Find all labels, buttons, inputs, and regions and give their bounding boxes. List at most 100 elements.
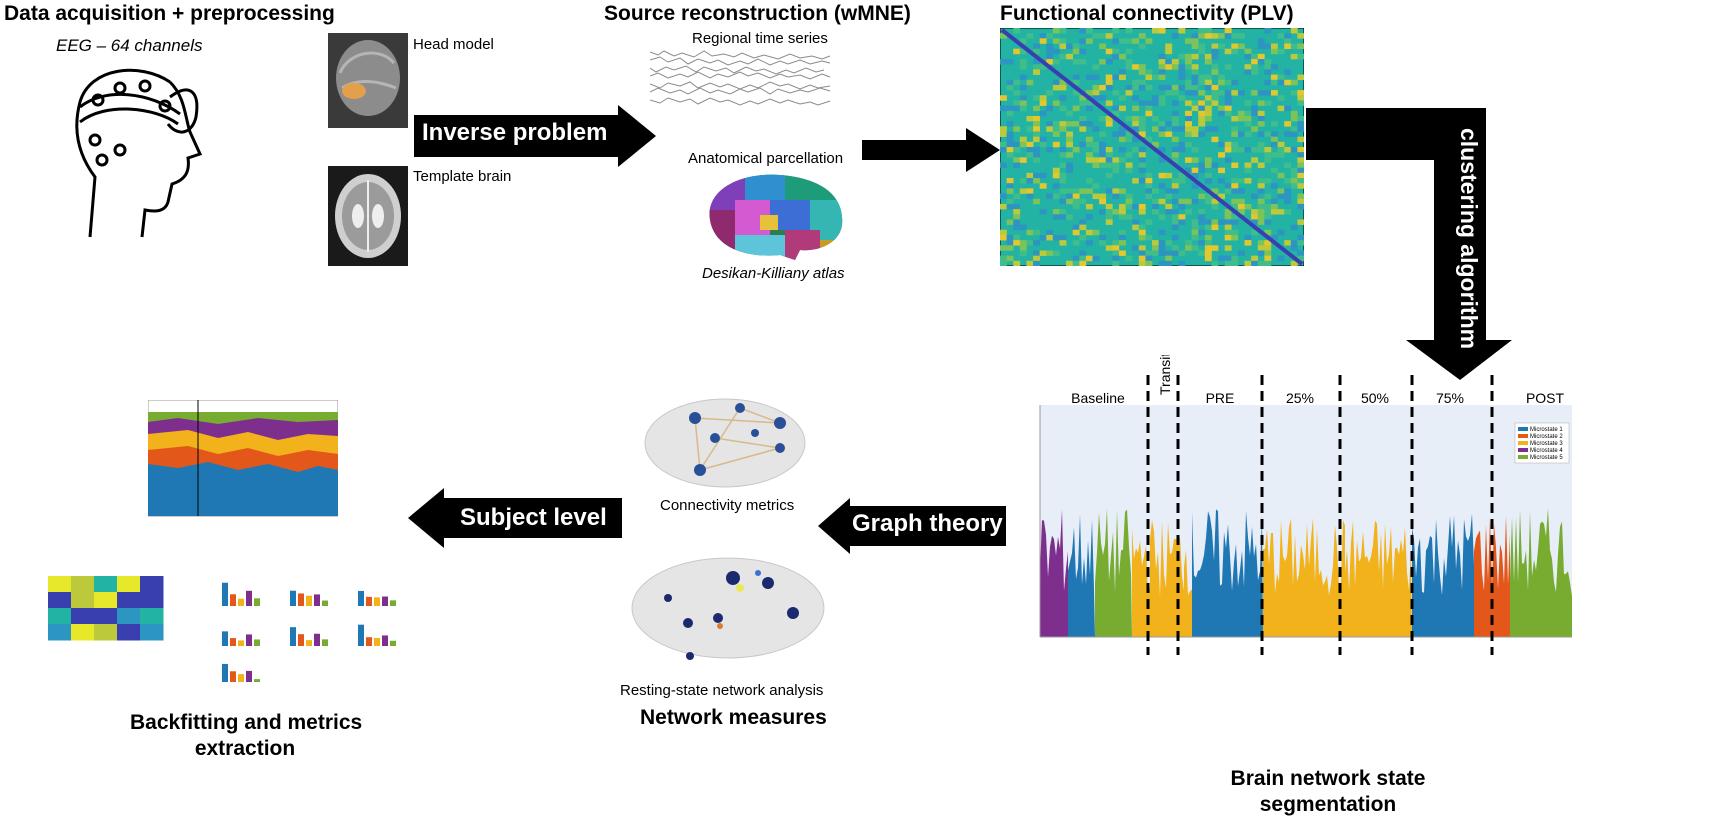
plv-cell	[1085, 255, 1093, 262]
plv-cell	[1211, 260, 1219, 266]
plv-cell	[1204, 59, 1212, 65]
plv-cell	[1211, 224, 1219, 231]
plv-cell	[1251, 53, 1259, 60]
plv-cell	[1270, 152, 1278, 158]
plv-cell	[1039, 100, 1047, 106]
plv-cell	[1039, 250, 1047, 256]
plv-cell	[1099, 234, 1107, 241]
plv-cell	[1178, 95, 1186, 101]
plv-cell	[1118, 126, 1126, 132]
plv-cell	[1026, 33, 1034, 39]
segmentation-title-line2: segmentation	[1259, 793, 1397, 816]
graph-theory-arrow	[818, 498, 1006, 554]
plv-cell	[1231, 234, 1239, 241]
plv-cell	[1204, 157, 1212, 163]
plv-cell	[1171, 219, 1179, 225]
plv-cell	[1092, 141, 1100, 148]
plv-cell	[1264, 157, 1272, 163]
plv-cell	[1019, 157, 1027, 163]
plv-cell	[1251, 255, 1259, 262]
inverse-problem-arrow	[414, 105, 656, 167]
plv-cell	[1191, 74, 1199, 81]
plv-cell	[1105, 121, 1113, 127]
plv-cell	[1138, 234, 1146, 241]
plv-cell	[1046, 234, 1054, 241]
plv-cell	[1244, 203, 1252, 210]
plv-cell	[1085, 240, 1093, 246]
plv-cell	[1112, 53, 1120, 60]
plv-cell	[1059, 198, 1067, 205]
plv-cell	[1297, 250, 1304, 256]
plv-cell	[1251, 157, 1259, 163]
plv-cell	[1118, 131, 1126, 137]
legend-entry: Microstate 4	[1530, 448, 1563, 454]
plv-cell	[1204, 95, 1212, 101]
plv-cell	[1297, 90, 1304, 96]
mini-bar	[358, 590, 364, 606]
plv-cell	[1052, 172, 1060, 179]
plv-cell	[1132, 136, 1140, 143]
plv-cell	[1257, 209, 1265, 215]
plv-cell	[1052, 214, 1060, 220]
microstate-area	[1263, 517, 1345, 637]
plv-cell	[1006, 240, 1014, 246]
plv-cell	[1264, 79, 1272, 86]
plv-cell	[1251, 219, 1259, 225]
mini-bar	[254, 639, 260, 646]
plv-cell	[1165, 250, 1173, 256]
plv-cell	[1224, 183, 1232, 189]
plv-cell	[1105, 33, 1113, 39]
microstate-area	[1345, 520, 1412, 637]
plv-cell	[1211, 48, 1219, 55]
plv-cell	[1158, 157, 1166, 163]
plv-cell	[1158, 229, 1166, 236]
plv-cell	[1066, 198, 1073, 205]
plv-cell	[1297, 95, 1304, 101]
plv-cell	[1277, 105, 1285, 112]
plv-cell	[1099, 162, 1107, 168]
plv-cell	[1006, 59, 1014, 65]
heatmap-cell	[94, 592, 118, 609]
plv-cell	[1125, 84, 1133, 91]
plv-cell	[1099, 84, 1107, 91]
plv-cell	[1224, 255, 1232, 262]
plv-cell	[1059, 209, 1067, 215]
plv-cell	[1118, 203, 1126, 210]
plv-cell	[1204, 162, 1212, 168]
plv-cell	[1204, 53, 1212, 60]
plv-cell	[1072, 255, 1080, 262]
plv-cell	[1000, 203, 1007, 210]
plv-cell	[1125, 59, 1133, 65]
plv-cell	[1185, 84, 1192, 91]
plv-cell	[1158, 245, 1166, 251]
plv-cell	[1178, 74, 1186, 81]
plv-cell	[1264, 147, 1272, 153]
plv-cell	[1052, 209, 1060, 215]
plv-cell	[1013, 79, 1021, 86]
plv-cell	[1224, 245, 1232, 251]
plv-cell	[1204, 234, 1212, 241]
plv-cell	[1079, 224, 1087, 231]
plv-cell	[1178, 126, 1186, 132]
plv-cell	[1297, 255, 1304, 262]
legend-swatch	[1518, 441, 1528, 445]
plv-cell	[1013, 234, 1021, 241]
mini-bar	[374, 597, 380, 606]
plv-cell	[1178, 28, 1186, 34]
plv-cell	[1251, 64, 1259, 70]
plv-cell	[1257, 110, 1265, 117]
plv-cell	[1191, 126, 1199, 132]
parcellation-brain-image	[709, 174, 843, 260]
plv-cell	[1297, 162, 1304, 168]
mini-bar	[366, 596, 372, 606]
plv-cell	[1277, 79, 1285, 86]
plv-cell	[1185, 90, 1192, 96]
plv-cell	[1013, 141, 1021, 148]
plv-cell	[1033, 59, 1040, 65]
heatmap-cell	[71, 624, 95, 641]
clustering-label: clustering algorithm	[1456, 128, 1482, 350]
plv-cell	[1297, 234, 1304, 241]
plv-cell	[1231, 214, 1239, 220]
plv-cell	[1085, 152, 1093, 158]
plv-cell	[1092, 64, 1100, 70]
